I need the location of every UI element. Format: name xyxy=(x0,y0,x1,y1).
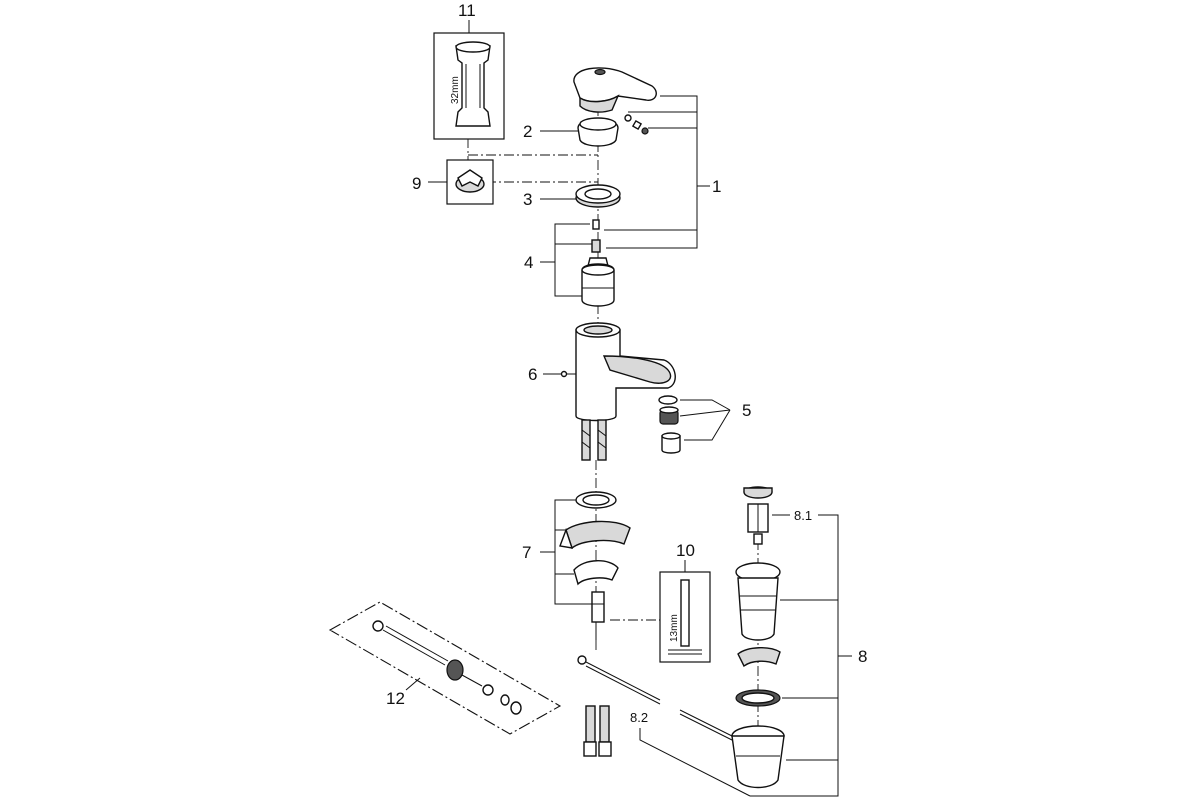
callout-7-leaders: 7 xyxy=(522,499,592,605)
part-11-wrench-box: 32mm 11 xyxy=(433,1,505,140)
part-8-2-pull-rod: 8.2 xyxy=(577,655,751,797)
part-7-fixing-set xyxy=(559,491,631,640)
callout-5-leaders: 5 xyxy=(679,399,751,441)
callout-2: 2 xyxy=(523,122,532,141)
callout-9: 9 xyxy=(412,174,421,193)
callout-11: 11 xyxy=(458,1,476,20)
callout-8-1: 8.1 xyxy=(794,508,812,523)
callout-12: 12 xyxy=(386,689,405,708)
dimension-13mm-label: 13mm xyxy=(669,614,680,642)
part-2-cover-cap: 2 xyxy=(523,117,619,147)
callout-4: 4 xyxy=(524,253,533,272)
part-12-extension-kit: 12 xyxy=(328,601,562,735)
part-10-key-box: 13mm 10 xyxy=(659,541,711,663)
part-8-1-popup-plug: 8.1 xyxy=(743,486,812,545)
part-6-faucet-body: 6 xyxy=(528,322,676,461)
callout-6: 6 xyxy=(528,365,537,384)
part-5-aerator xyxy=(658,395,681,454)
callout-4-leaders: 4 xyxy=(524,223,592,297)
callout-8-2: 8.2 xyxy=(630,710,648,725)
callout-1: 1 xyxy=(712,177,721,196)
callout-8: 8 xyxy=(858,647,867,666)
part-3-threaded-ring: 3 xyxy=(523,184,621,209)
callout-10: 10 xyxy=(676,541,695,560)
callout-3: 3 xyxy=(523,190,532,209)
part-1-lever-handle xyxy=(573,67,657,135)
part-8-drain-body xyxy=(731,562,785,789)
dimension-32mm-label: 32mm xyxy=(450,76,461,104)
part-9-insert-box: 9 xyxy=(412,159,494,205)
callout-1-leaders: 1 xyxy=(604,95,721,249)
callout-5: 5 xyxy=(742,401,751,420)
callout-8-leaders: 8 xyxy=(750,514,867,797)
callout-7: 7 xyxy=(522,543,531,562)
part-4-cartridge xyxy=(581,219,615,307)
